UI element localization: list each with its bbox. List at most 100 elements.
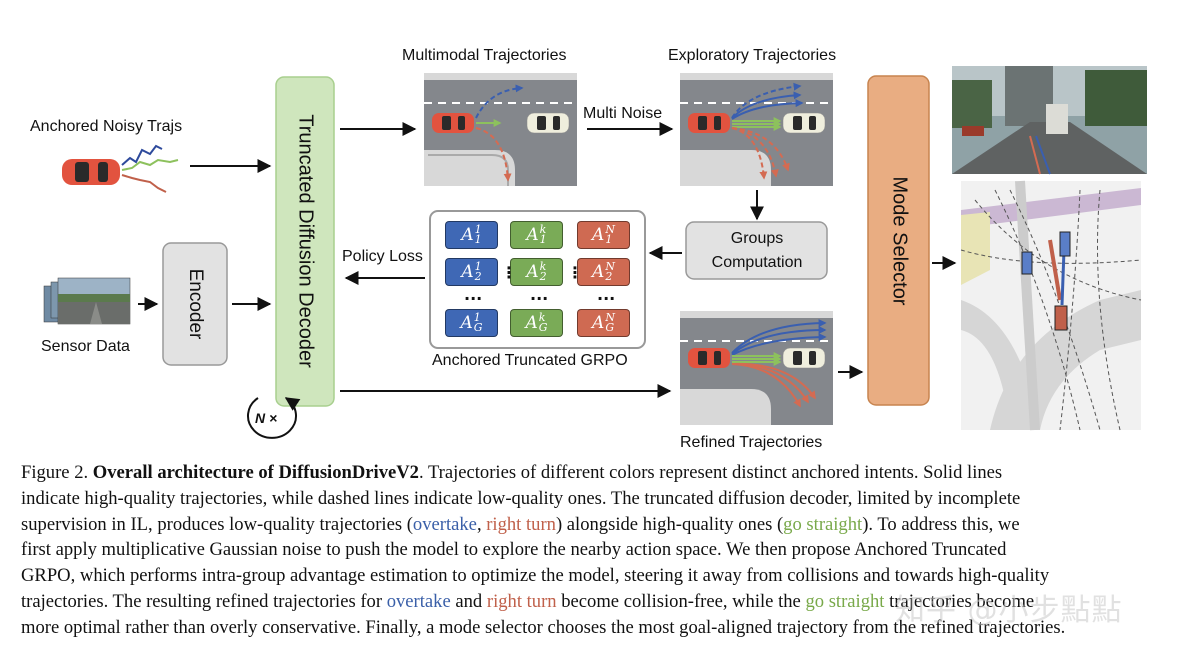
advantage-superscript: 1 <box>473 311 481 324</box>
caption-comma: , <box>476 513 487 535</box>
groups-label-line2: Computation <box>711 254 803 271</box>
encoder-label: Encoder <box>185 268 206 340</box>
caption-line-5: GRPO, which performs intra-group advanta… <box>21 565 1050 587</box>
loop-icon <box>247 397 301 439</box>
camera-output-image <box>952 66 1147 175</box>
advantage-subscript: 1 <box>539 233 547 246</box>
caption-go-straight: go straight <box>783 513 863 535</box>
advantage-symbol: A <box>460 313 473 333</box>
caption-line-1: Figure 2. Overall architecture of Diffus… <box>21 460 1163 486</box>
caption-l6-a: trajectories. The resulting refined traj… <box>21 590 387 612</box>
caption-right-turn: right turn <box>486 513 556 535</box>
advantage-subscript: 1 <box>605 233 613 246</box>
caption-l6-b: become collision-free, while the <box>556 590 806 612</box>
caption-l3-c: ). To address this, we <box>862 513 1020 535</box>
caption-l3-a: supervision in IL, produces low-quality … <box>21 513 413 535</box>
sensor-data-images <box>43 277 131 325</box>
caption-overtake: overtake <box>412 513 477 535</box>
groups-computation-box <box>685 221 828 280</box>
advantage-symbol: A <box>592 262 605 282</box>
vertical-ellipsis: ··· <box>597 289 616 308</box>
caption-line-6: trajectories. The resulting refined traj… <box>21 589 1163 615</box>
caption-overtake-2: overtake <box>386 590 451 612</box>
advantage-superscript: 1 <box>474 260 482 273</box>
caption-line-1-rest: . Trajectories of different colors repre… <box>418 462 1003 483</box>
noisy-car-icon <box>62 144 179 193</box>
n-times-label: N × <box>255 410 278 426</box>
grpo-label: Anchored Truncated GRPO <box>432 352 628 369</box>
advantage-superscript: k <box>539 260 547 273</box>
advantage-subscript: 2 <box>539 270 547 283</box>
caption-title: Overall architecture of DiffusionDriveV2 <box>92 462 419 483</box>
mode-selector-label: Mode Selector <box>888 176 911 306</box>
mode-selector-box <box>867 75 930 406</box>
advantage-symbol: A <box>461 225 474 245</box>
exploratory-scene <box>680 73 833 186</box>
advantage-subscript: 1 <box>474 233 482 246</box>
exploratory-label: Exploratory Trajectories <box>668 47 837 64</box>
advantage-subscript: G <box>538 321 548 334</box>
advantage-superscript: N <box>605 223 615 236</box>
caption-line-4: first apply multiplicative Gaussian nois… <box>21 539 1007 561</box>
advantage-symbol: A <box>592 313 605 333</box>
caption-and: and <box>450 590 487 612</box>
multimodal-scene <box>424 73 577 186</box>
refined-label: Refined Trajectories <box>680 434 823 451</box>
encoder-box <box>162 242 228 366</box>
vertical-ellipsis: ··· <box>530 289 549 308</box>
anchored-noisy-trajs-label: Anchored Noisy Trajs <box>30 118 183 135</box>
advantage-subscript: 2 <box>474 270 482 283</box>
caption-right-turn-2: right turn <box>486 590 557 612</box>
advantage-superscript: N <box>605 260 615 273</box>
advantage-symbol: A <box>592 225 605 245</box>
advantage-subscript: G <box>473 321 483 334</box>
advantage-subscript: 2 <box>605 270 613 283</box>
advantage-symbol: A <box>526 262 539 282</box>
policy-loss-label: Policy Loss <box>342 248 423 265</box>
figure-label: Figure 2. <box>21 462 89 483</box>
sensor-data-label: Sensor Data <box>41 338 130 355</box>
caption-l6-c: trajectories become <box>884 590 1035 612</box>
bev-map-output <box>960 180 1142 431</box>
refined-scene <box>680 311 833 425</box>
advantage-superscript: k <box>539 223 547 236</box>
caption-line-3: supervision in IL, produces low-quality … <box>21 512 1163 538</box>
advantage-symbol: A <box>525 313 538 333</box>
decoder-label: Truncated Diffusion Decoder <box>294 114 317 368</box>
advantage-symbol: A <box>461 262 474 282</box>
advantage-superscript: 1 <box>474 223 482 236</box>
advantage-superscript: N <box>605 311 615 324</box>
caption-go-straight-2: go straight <box>805 590 885 612</box>
advantage-superscript: k <box>538 311 546 324</box>
advantage-symbol: A <box>526 225 539 245</box>
watermark-text: 知乎 @小步點點 <box>895 593 1123 628</box>
caption-line-7: more optimal rather than overly conserva… <box>21 616 1066 638</box>
horizontal-ellipsis: ⋮ <box>501 263 517 282</box>
figure-caption: Figure 2. Overall architecture of Diffus… <box>21 460 1163 641</box>
multimodal-label: Multimodal Trajectories <box>402 47 567 64</box>
architecture-diagram <box>43 66 1147 439</box>
multi-noise-label: Multi Noise <box>583 105 663 122</box>
decoder-box <box>275 76 335 407</box>
groups-label-line1: Groups <box>730 230 784 247</box>
vertical-ellipsis: ··· <box>464 289 483 308</box>
caption-line-2: indicate high-quality trajectories, whil… <box>21 487 1021 509</box>
advantage-subscript: G <box>605 321 615 334</box>
